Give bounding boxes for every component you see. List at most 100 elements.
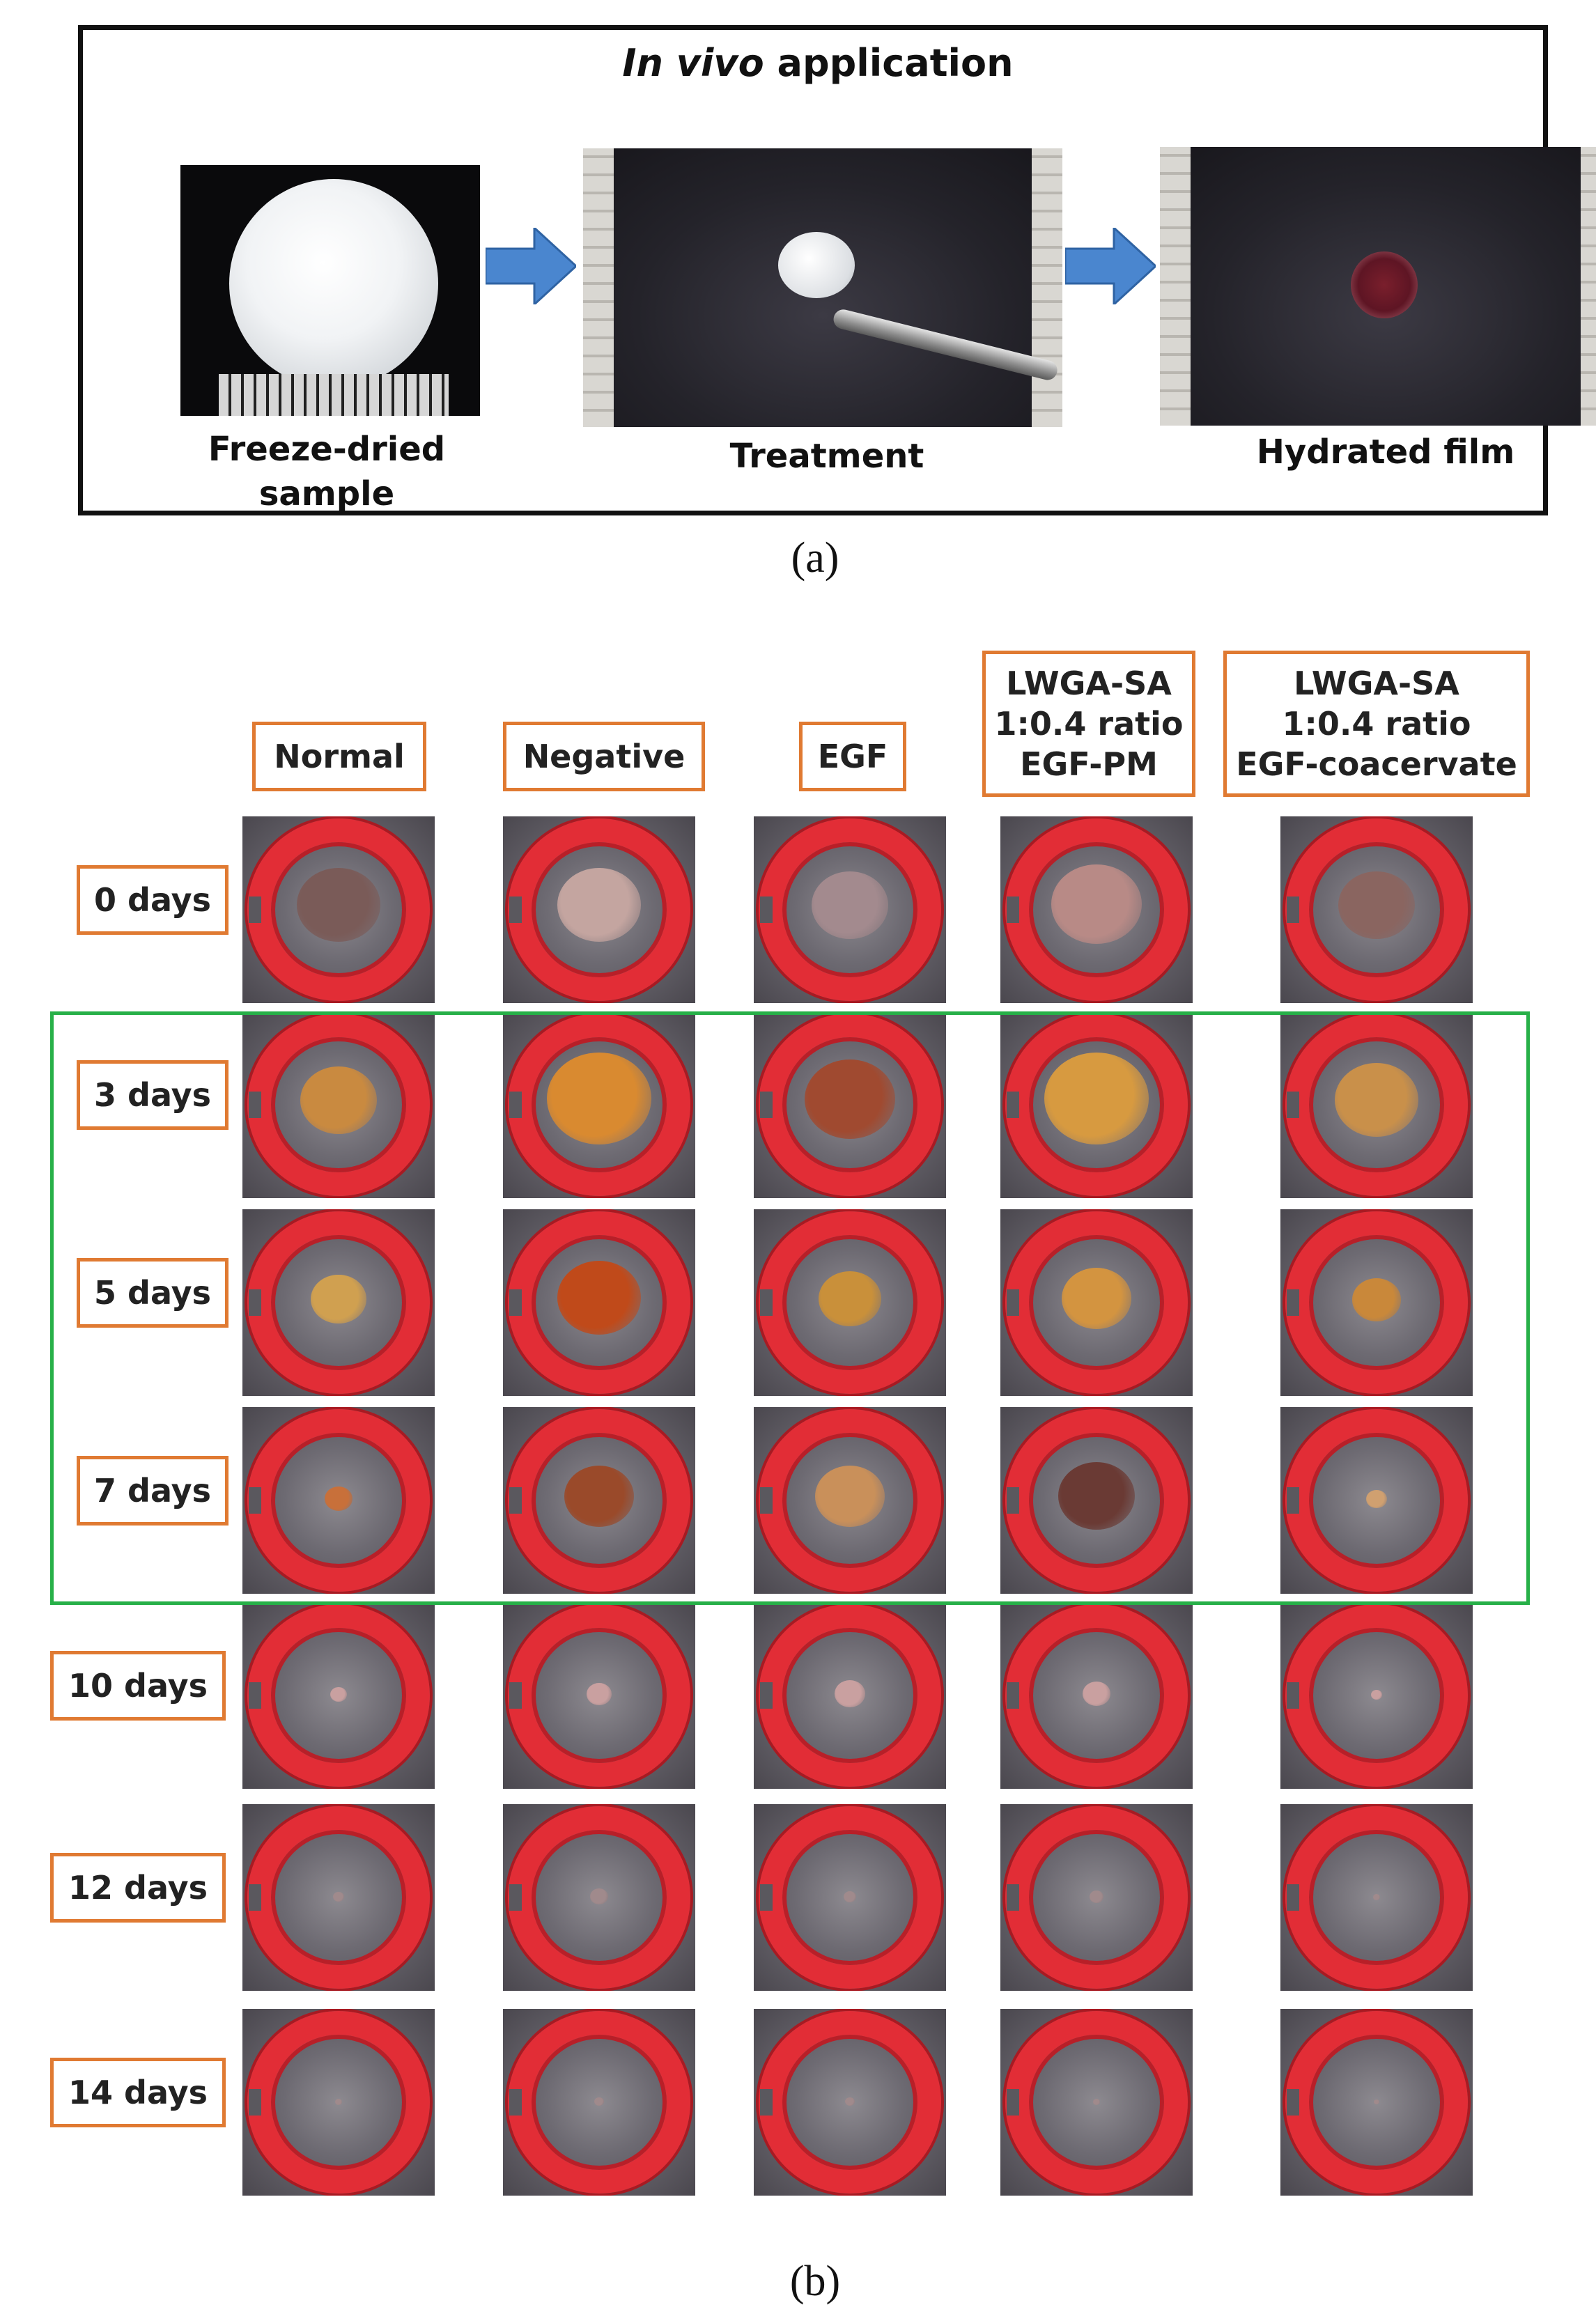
wound-area [845, 2097, 855, 2106]
freeze-dried-disc [229, 179, 438, 388]
wound-photo [754, 1804, 946, 1991]
wound-photo [754, 816, 946, 1003]
splint-ring-notch [760, 2089, 773, 2116]
wound-area [594, 2097, 604, 2106]
wound-area [547, 1053, 651, 1144]
wound-photo [503, 1407, 695, 1594]
wound-area [1373, 1894, 1380, 1900]
wound-area [330, 1687, 347, 1702]
wound-area [844, 1891, 856, 1902]
right-arrow-icon [1065, 228, 1156, 304]
column-header: EGF [799, 722, 906, 791]
splint-ring-notch [509, 1884, 522, 1911]
column-header-line: EGF [817, 738, 888, 775]
splint-ring-notch [760, 1487, 773, 1514]
wound-area [835, 1680, 865, 1707]
row-header: 12 days [50, 1853, 226, 1923]
wound-area [1083, 1682, 1110, 1707]
wound-area [1093, 2099, 1100, 2105]
splint-ring-notch [760, 1092, 773, 1118]
splint-ring-notch [760, 1884, 773, 1911]
splint-ring-notch [1007, 1884, 1019, 1911]
caption-treatment: Treatment [729, 437, 924, 476]
splint-ring-notch [760, 896, 773, 923]
wound-area [333, 1892, 344, 1902]
wound-area [805, 1059, 895, 1140]
splint-ring-notch [249, 1092, 261, 1118]
wound-photo [242, 1209, 435, 1396]
column-header-line: EGF-PM [1020, 745, 1158, 783]
splint-ring-notch [509, 2089, 522, 2116]
splint-ring-notch [1287, 896, 1299, 923]
column-header-line: LWGA-SA [1006, 665, 1172, 702]
wound-area [815, 1466, 885, 1527]
panel-a-frame: In vivo application Freeze-dried sample … [78, 25, 1596, 516]
splint-ring-notch [249, 2089, 261, 2116]
wall-texture-right [1032, 148, 1062, 427]
wound-photo [1280, 1804, 1473, 1991]
wound-area [1051, 864, 1142, 945]
wound-photo [1280, 1602, 1473, 1789]
wound-area [1371, 1690, 1382, 1700]
splint-ring-notch [1287, 1487, 1299, 1514]
caption-freeze-line2: sample [258, 474, 395, 513]
wound-photo [242, 2009, 435, 2196]
wound-photo [1280, 2009, 1473, 2196]
caption-freeze-line1: Freeze-dried [208, 430, 446, 469]
splint-ring-notch [249, 1884, 261, 1911]
panel-a-title: In vivo application [83, 41, 1553, 85]
splint-ring-notch [509, 1092, 522, 1118]
wound-photo [754, 1407, 946, 1594]
wall-texture-right [1581, 147, 1596, 426]
wound-photo [754, 1602, 946, 1789]
wound-area [1044, 1053, 1149, 1144]
wound-photo [1000, 1011, 1193, 1198]
splint-ring-notch [249, 1682, 261, 1709]
wound-photo [1000, 1407, 1193, 1594]
wound-photo [503, 1804, 695, 1991]
freeze-dried-sample-photo [180, 165, 480, 416]
splint-ring-notch [1007, 1682, 1019, 1709]
forceps [831, 307, 1060, 382]
wound-area [564, 1466, 634, 1527]
splint-ring-notch [1287, 2089, 1299, 2116]
column-header: Normal [252, 722, 426, 791]
wound-area [587, 1683, 612, 1705]
wound-photo [503, 1011, 695, 1198]
row-header: 3 days [77, 1060, 228, 1130]
row-header: 5 days [77, 1258, 228, 1328]
panel-a-title-italic: In vivo [622, 41, 764, 85]
treatment-photo [583, 148, 1062, 427]
column-header-line: EGF-coacervate [1236, 745, 1517, 783]
hydrated-film-photo [1160, 147, 1596, 426]
splint-ring-notch [509, 1682, 522, 1709]
caption-freeze-dried: Freeze-dried sample [187, 427, 466, 516]
wound-area [1366, 1490, 1387, 1509]
splint-ring-notch [509, 1289, 522, 1316]
wound-photo [1000, 2009, 1193, 2196]
wound-photo [1280, 1407, 1473, 1594]
wound-area [1062, 1268, 1131, 1329]
wound-area [590, 1888, 608, 1904]
wound-photo [1000, 1209, 1193, 1396]
wound-area [819, 1271, 881, 1327]
column-header-line: LWGA-SA [1294, 665, 1459, 702]
ruler-scale [219, 374, 449, 416]
splint-ring-notch [1007, 1487, 1019, 1514]
panel-label-b: (b) [789, 2258, 841, 2305]
highlight-box [50, 1011, 1530, 1605]
wound-photo [242, 1602, 435, 1789]
wall-texture-left [583, 148, 614, 427]
sample-disc [778, 232, 855, 298]
splint-ring-notch [509, 1487, 522, 1514]
column-header-line: Normal [274, 738, 405, 775]
splint-ring-notch [249, 1487, 261, 1514]
wound-photo [242, 816, 435, 1003]
wound-photo [503, 816, 695, 1003]
splint-ring-notch [1287, 1289, 1299, 1316]
row-header: 14 days [50, 2058, 226, 2127]
panel-label-a: (a) [791, 534, 839, 582]
wound-photo [503, 1209, 695, 1396]
